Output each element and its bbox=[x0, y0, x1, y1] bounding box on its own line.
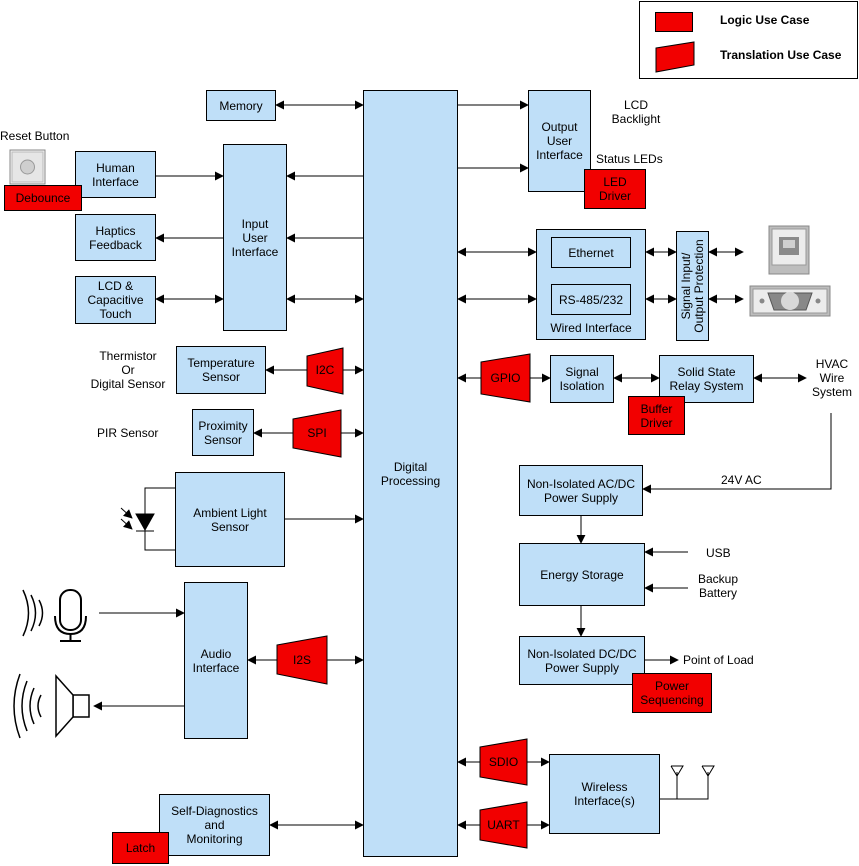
power-sequencing-block: Power Sequencing bbox=[632, 673, 712, 713]
status-leds-label: Status LEDs bbox=[596, 152, 663, 166]
signal-isolation-block: Signal Isolation bbox=[550, 355, 614, 403]
legend-logic-swatch bbox=[655, 12, 693, 32]
signal-io-protection-label: Signal Input/ Output Protection bbox=[678, 239, 706, 333]
buffer-driver-block: Buffer Driver bbox=[628, 396, 685, 435]
legend-translation-label: Translation Use Case bbox=[720, 48, 842, 62]
wireless-interface-block: Wireless Interface(s) bbox=[549, 754, 660, 834]
dc-dc-supply-block: Non-Isolated DC/DC Power Supply bbox=[519, 636, 645, 685]
speaker-icon bbox=[55, 674, 90, 738]
serial-port-icon bbox=[749, 285, 831, 317]
human-interface-block: Human Interface bbox=[75, 151, 156, 198]
gpio-translator: GPIO bbox=[490, 371, 521, 385]
ethernet-block: Ethernet bbox=[551, 237, 631, 268]
sdio-translator: SDIO bbox=[488, 755, 519, 769]
memory-block: Memory bbox=[206, 90, 276, 121]
haptics-feedback-block: Haptics Feedback bbox=[75, 214, 156, 261]
led-driver-block: LED Driver bbox=[584, 169, 646, 209]
solid-state-relay-block: Solid State Relay System bbox=[659, 355, 754, 403]
i2c-translator-shape bbox=[306, 347, 344, 395]
legend: Logic Use Case Translation Use Case bbox=[639, 1, 858, 79]
temperature-sensor-block: Temperature Sensor bbox=[176, 346, 266, 394]
usb-label: USB bbox=[706, 546, 731, 560]
uart-translator-shape bbox=[479, 801, 528, 849]
energy-storage-block: Energy Storage bbox=[519, 543, 645, 606]
proximity-sensor-block: Proximity Sensor bbox=[192, 409, 254, 456]
lcd-backlight-label: LCD Backlight bbox=[611, 98, 661, 126]
i2s-translator-shape bbox=[276, 635, 328, 685]
spi-translator: SPI bbox=[307, 426, 327, 440]
rs485-block: RS-485/232 bbox=[551, 284, 631, 315]
antenna-icon bbox=[670, 765, 715, 777]
reset-button-label: Reset Button bbox=[0, 129, 70, 143]
digital-processing-block: Digital Processing bbox=[363, 90, 458, 857]
reset-button-icon bbox=[9, 149, 46, 185]
sound-waves-icon bbox=[22, 589, 44, 637]
ethernet-port-icon bbox=[768, 225, 810, 275]
ac-dc-supply-block: Non-Isolated AC/DC Power Supply bbox=[519, 465, 643, 516]
latch-block: Latch bbox=[112, 832, 169, 864]
debounce-block: Debounce bbox=[4, 185, 82, 211]
ac-24v-label: 24V AC bbox=[721, 473, 762, 487]
input-user-interface-block: Input User Interface bbox=[223, 144, 287, 331]
audio-interface-block: Audio Interface bbox=[184, 582, 248, 739]
uart-translator: UART bbox=[487, 818, 520, 832]
point-of-load-label: Point of Load bbox=[683, 653, 754, 667]
gpio-translator-shape bbox=[480, 353, 531, 403]
ambient-light-sensor-block: Ambient Light Sensor bbox=[175, 472, 285, 567]
sdio-translator-shape bbox=[479, 738, 528, 786]
self-diagnostics-block: Self-Diagnostics and Monitoring bbox=[159, 794, 270, 856]
i2c-translator: I2C bbox=[315, 363, 335, 377]
signal-io-protection-block: Signal Input/ Output Protection bbox=[676, 231, 709, 341]
spi-translator-shape bbox=[292, 409, 342, 458]
hvac-wire-system-label: HVAC Wire System bbox=[811, 357, 852, 399]
legend-translation-swatch bbox=[655, 41, 695, 73]
lcd-touch-block: LCD & Capacitive Touch bbox=[75, 276, 156, 324]
photodiode-icon bbox=[120, 507, 155, 532]
backup-battery-label: Backup Battery bbox=[697, 572, 739, 600]
legend-logic-label: Logic Use Case bbox=[720, 13, 810, 27]
i2s-translator: I2S bbox=[292, 653, 311, 667]
thermistor-label: Thermistor Or Digital Sensor bbox=[90, 349, 166, 391]
output-user-interface-block: Output User Interface bbox=[528, 90, 591, 192]
pir-sensor-label: PIR Sensor bbox=[97, 426, 159, 440]
speaker-waves-icon bbox=[13, 673, 42, 739]
microphone-icon bbox=[54, 589, 87, 642]
